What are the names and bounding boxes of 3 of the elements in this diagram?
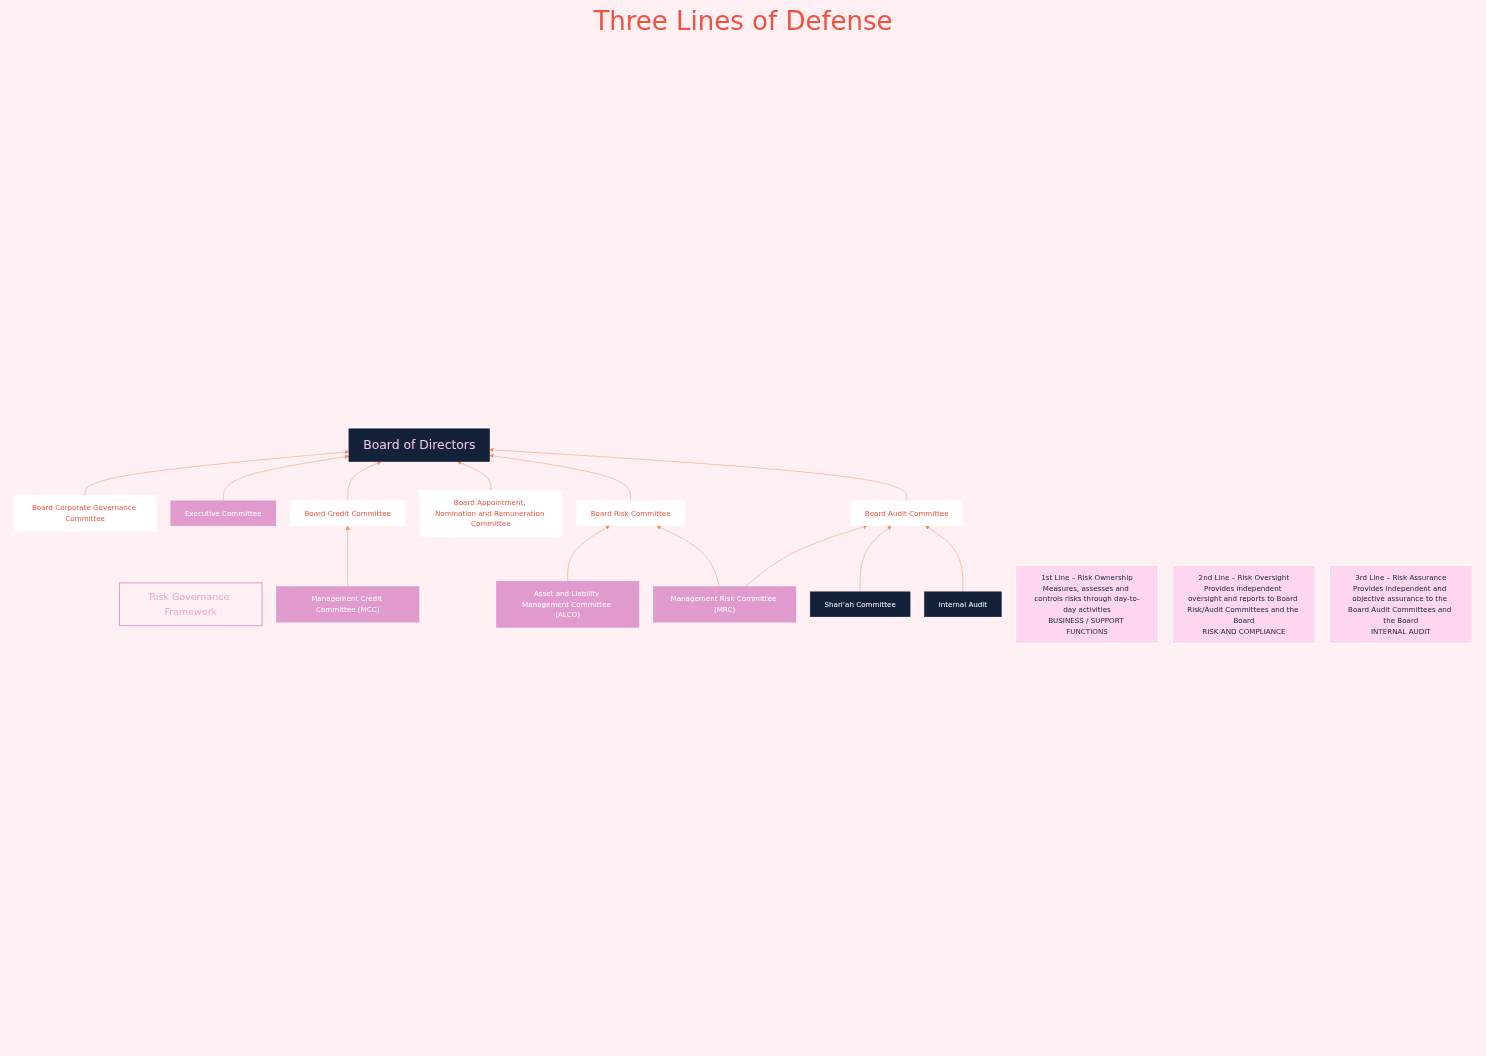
section-heading: Three Lines of Defense [593,6,893,36]
node-box: Board of Directors [348,428,490,462]
node-box: Risk Governance Framework [118,582,263,626]
